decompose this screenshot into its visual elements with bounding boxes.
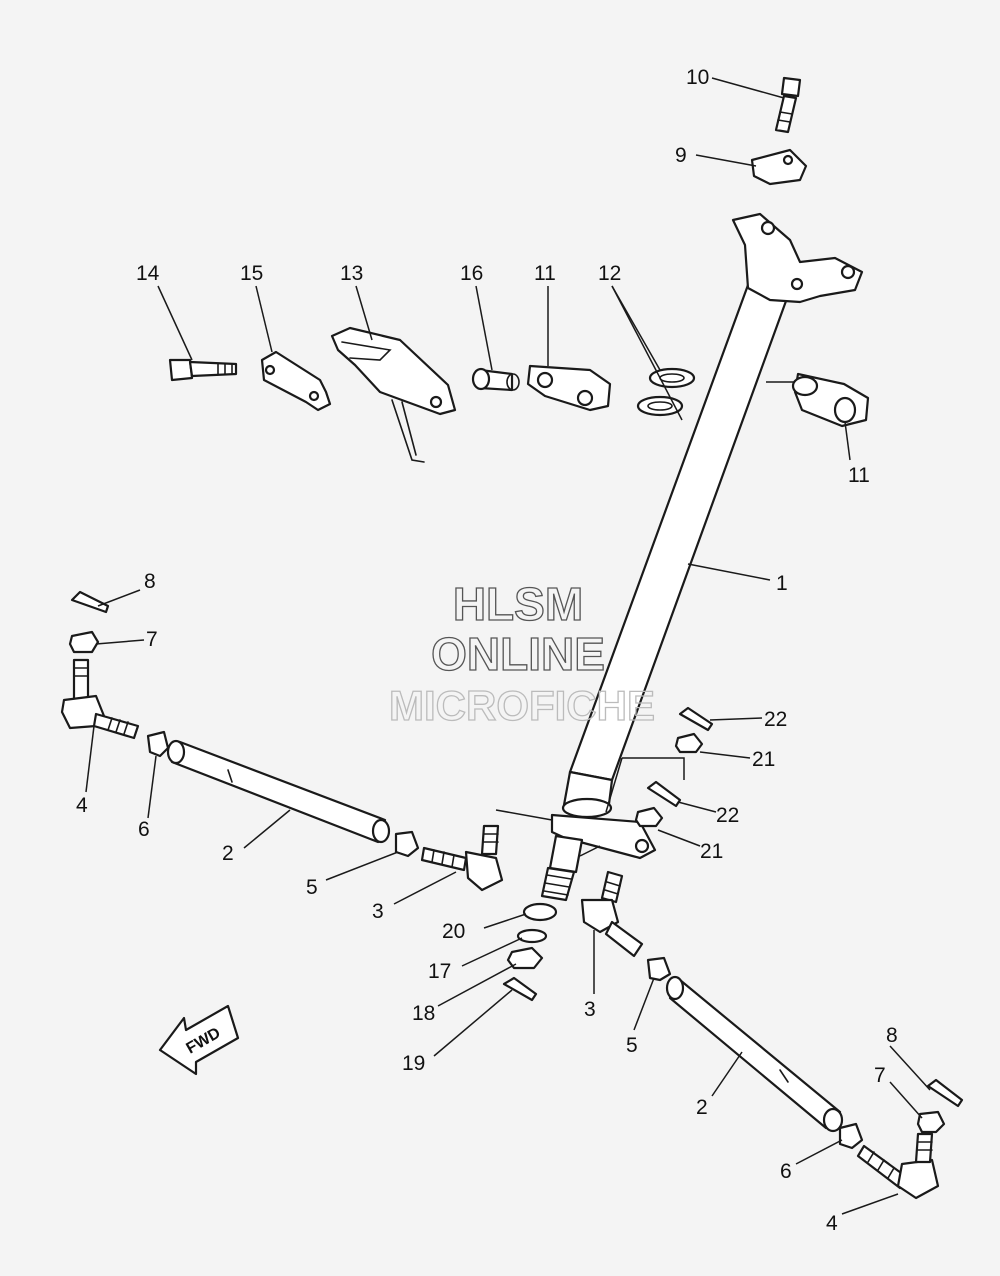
cotter-pins-22 (646, 706, 714, 808)
callout-13: 13 (340, 262, 363, 285)
callout-22-bottom: 22 (716, 804, 739, 827)
callout-8-right: 8 (886, 1024, 898, 1047)
callout-2-right: 2 (696, 1096, 708, 1119)
tie-rod-end-4-left (60, 658, 140, 740)
watermark-line-2: ONLINE (431, 628, 605, 680)
nut-7-left (68, 630, 100, 654)
cotter-pin-8-right (926, 1078, 964, 1108)
bolt-14 (168, 358, 238, 382)
fwd-arrow-icon: FWD (158, 1004, 240, 1076)
callout-3-right: 3 (584, 998, 596, 1021)
callout-1: 1 (776, 572, 788, 595)
watermark-line-3: MICROFICHE (389, 682, 655, 729)
cotter-pin-19 (502, 976, 538, 1002)
callout-7-right: 7 (874, 1064, 886, 1087)
callout-22-top: 22 (764, 708, 787, 731)
washer-17 (516, 928, 548, 944)
callout-10: 10 (686, 66, 709, 89)
callout-12: 12 (598, 262, 621, 285)
callout-4-right: 4 (826, 1212, 838, 1235)
callout-5-left: 5 (306, 876, 318, 899)
nut-6-right (838, 1122, 864, 1150)
callout-numbers: 10 9 11 1 14 15 13 16 11 12 8 7 4 6 2 5 … (76, 66, 898, 1235)
nuts-21 (634, 732, 704, 828)
nut-7-right (916, 1110, 946, 1134)
bolt-10 (774, 76, 802, 134)
callout-21-bottom: 21 (700, 840, 723, 863)
callout-6-right: 6 (780, 1160, 792, 1183)
bushing-holder-11-left (526, 364, 612, 412)
nut-5-right (646, 956, 672, 982)
tie-rod-2-right (665, 975, 844, 1133)
callout-5-right: 5 (626, 1034, 638, 1057)
callout-4-left: 4 (76, 794, 88, 817)
callout-19: 19 (402, 1052, 425, 1075)
callout-7-left: 7 (146, 628, 158, 651)
nut-18 (506, 946, 544, 970)
collar-16 (471, 367, 520, 392)
stopper-13 (330, 326, 457, 463)
callout-2-left: 2 (222, 842, 234, 865)
tie-rod-2-left (166, 739, 391, 844)
nut-5-left (394, 830, 420, 858)
watermark: HLSM ONLINE MICROFICHE (388, 577, 655, 729)
callout-3-left: 3 (372, 900, 384, 923)
holder-9 (750, 148, 808, 186)
steering-shaft (540, 212, 864, 902)
callout-16: 16 (460, 262, 483, 285)
plate-15 (260, 350, 332, 412)
tie-rod-end-4-right (856, 1132, 940, 1200)
callout-11-left: 11 (534, 262, 556, 285)
tie-rod-end-3-left (420, 824, 504, 892)
washer-20 (522, 902, 558, 922)
callout-6-left: 6 (138, 818, 150, 841)
callout-8-left: 8 (144, 570, 156, 593)
callout-21-top: 21 (752, 748, 775, 771)
tie-rod-end-3-right (580, 870, 644, 958)
callout-9: 9 (675, 144, 687, 167)
watermark-line-1: HLSM (453, 578, 583, 630)
nut-6-left (146, 730, 170, 758)
callout-11-right: 11 (848, 464, 870, 487)
lock-washers-12 (636, 367, 696, 417)
leader-lines (85, 77, 931, 1215)
callout-20: 20 (442, 920, 465, 943)
callout-15: 15 (240, 262, 263, 285)
callout-17: 17 (428, 960, 451, 983)
callout-18: 18 (412, 1002, 435, 1025)
bushing-holder-11-right (791, 372, 870, 428)
callout-14: 14 (136, 262, 160, 285)
cotter-pin-8-left (70, 590, 110, 614)
